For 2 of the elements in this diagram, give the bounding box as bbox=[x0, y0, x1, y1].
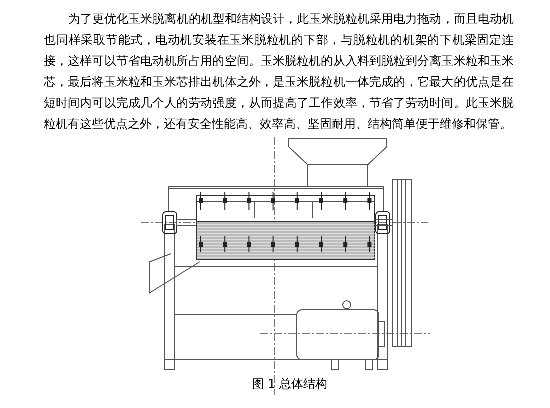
body-paragraph: 为了更优化玉米脱离机的机型和结构设计，此玉米脱粒机采用电力拖动，而且电动机也同样采取节能式，电动机安装在玉米脱粒机的下部，与脱粒机的机架的下机梁固定连接，这样可以节省电动机所占用的空间。玉米脱粒机的从入料到脱粒到分离玉米粒和玉米芯，最后将玉米粒和玉米芯排出机体之外，是玉米脱粒机一体完成的，它最大的优点是在短时间内可以完成几个人的劳动强度，从而提高了工作效率，节省了劳动时间。此玉米脱粒机有这些优点之外，还有安全性能高、效率高、坚固耐用、结构简单便于维修和保管。 bbox=[44, 11, 514, 133]
figure-caption: 图 1 总体结构 bbox=[251, 376, 329, 393]
